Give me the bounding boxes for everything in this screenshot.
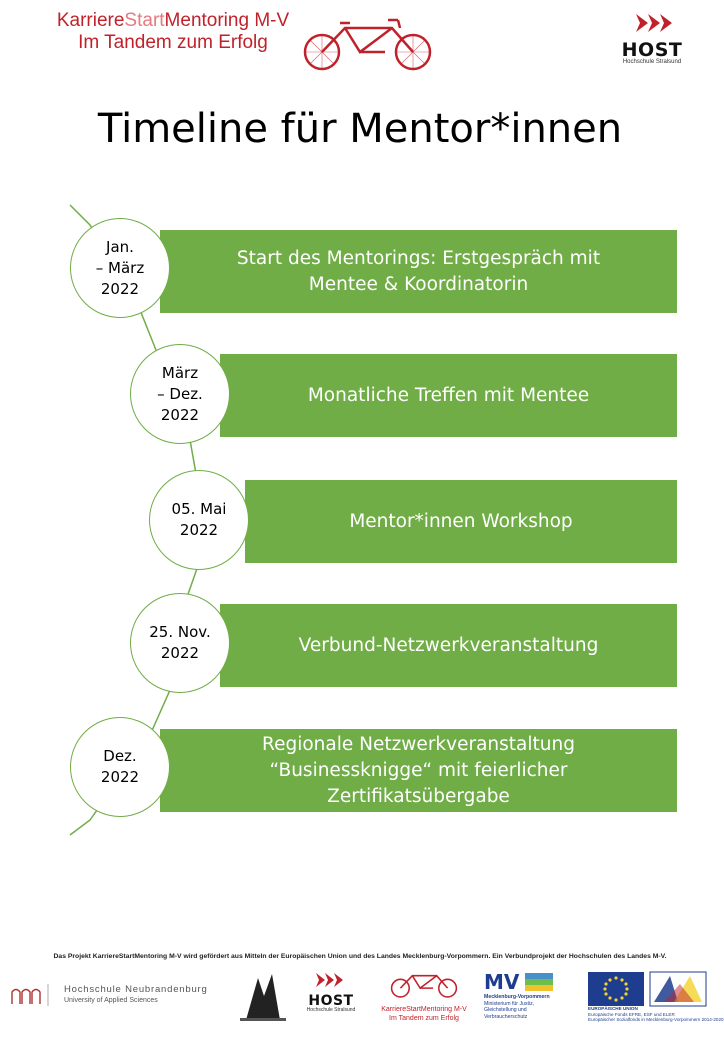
brand-line-1: KarriereStartMentoring M-V [56, 10, 290, 31]
hs-neubrandenburg-logo: Hochschule Neubrandenburg University of … [10, 980, 230, 1010]
ksm-line-1: KarriereStartMentoring M-V [381, 1006, 467, 1013]
karrierestartmentoring-logo: KarriereStartMentoring M-V Im Tandem zum… [372, 968, 476, 1023]
host-name: HOST [621, 39, 683, 61]
host-subtitle: Hochschule Stralsund [622, 59, 682, 65]
eu-funds-icon [649, 971, 707, 1007]
timeline-event-3: Mentor*innen Workshop [245, 480, 677, 563]
host-flag-icon [636, 14, 672, 32]
eu-line-3: Europäischer Sozialfonds in Mecklenburg-… [588, 1017, 724, 1022]
timeline-event-4: Verbund-Netzwerkveranstaltung [220, 604, 677, 687]
hsnb-subtitle: University of Applied Sciences [64, 997, 158, 1004]
tandem-bicycle-icon [303, 18, 432, 71]
eu-flag-icon [588, 972, 644, 1006]
host-subtitle-footer: Hochschule Stralsund [306, 1007, 356, 1013]
timeline-event-2: Monatliche Treffen mit Mentee [220, 354, 677, 437]
host-name-footer: HOST [308, 993, 354, 1009]
page-title: Timeline für Mentor*innen [97, 106, 623, 152]
eu-line-1: EUROPÄISCHE UNION [588, 1006, 638, 1011]
mv-letters: MV [484, 970, 520, 994]
brand-line-2: Im Tandem zum Erfolg [78, 32, 268, 53]
funding-text: Das Projekt KarriereStartMentoring M-V w… [53, 953, 667, 960]
host-logo-footer: HOST Hochschule Stralsund [300, 972, 362, 1017]
hsnb-name: Hochschule Neubrandenburg [64, 984, 208, 995]
eu-line-2: Europäische Fonds EFRE, ESF und ELER [588, 1011, 675, 1017]
host-flag-icon-footer [316, 973, 343, 987]
host-logo: HOST Hochschule Stralsund [612, 12, 692, 72]
brand-logo-text: KarriereStartMentoring M-V Im Tandem zum… [48, 10, 298, 54]
hsnb-arches-icon [11, 984, 49, 1006]
eu-funds-logo: EUROPÄISCHE UNION Europäische Fonds EFRE… [588, 971, 724, 1022]
timeline-event-5: Regionale Netzwerkveranstaltung“Business… [160, 729, 677, 812]
timeline-date-2: März– Dez.2022 [130, 344, 230, 444]
timeline-date-4: 25. Nov.2022 [130, 593, 230, 693]
tandem-bicycle-icon-footer [390, 974, 458, 998]
mv-landscape-icon [525, 973, 554, 991]
ksm-line-2: Im Tandem zum Erfolg [389, 1015, 459, 1022]
mv-ministry-logo: MV Mecklenburg-Vorpommern Ministerium fü… [484, 970, 584, 1026]
timeline-date-5: Dez.2022 [70, 717, 170, 817]
hs-wismar-logo-icon [240, 974, 286, 1021]
